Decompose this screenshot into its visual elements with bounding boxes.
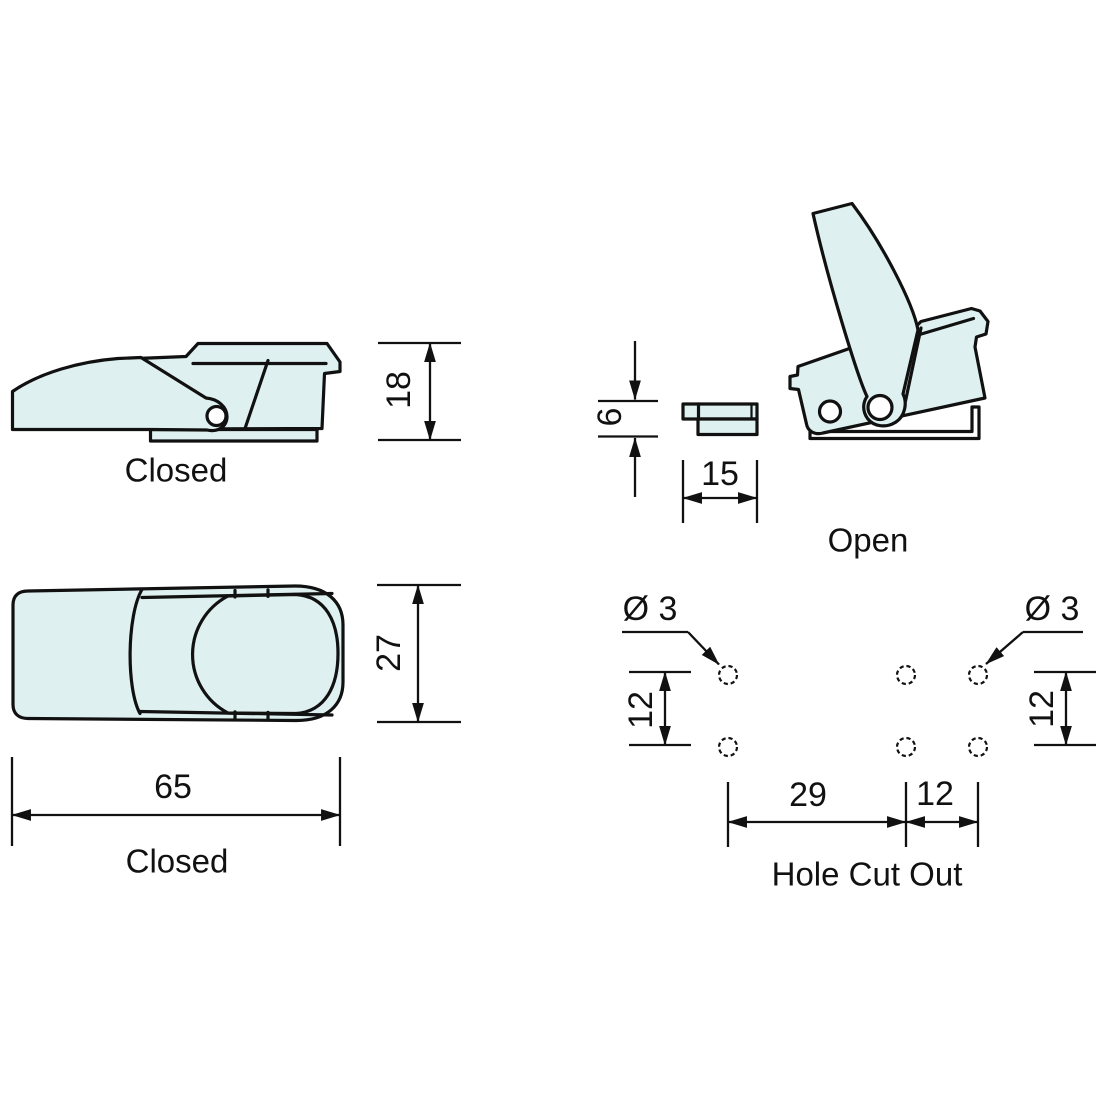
keeper-block-lower [696, 417, 759, 437]
hole-bottom-left [717, 736, 739, 758]
view-caption-side-closed: Closed [125, 452, 228, 489]
lever-divider-curve [128, 587, 144, 716]
view-open: 6 15 Open [591, 201, 990, 559]
view-top-closed: 27 65 Closed [10, 583, 461, 880]
leader-arrow-left [687, 631, 720, 666]
open-lip-edge-line [916, 316, 976, 337]
pivot-pin-hole [205, 404, 228, 428]
view-hole-cutout: Ø 3 Ø 3 12 12 29 12 Hole Cut Out [622, 590, 1096, 893]
dim-15-label: 15 [701, 455, 739, 493]
hole-bottom-middle [895, 736, 917, 758]
dim-hole-diameter-right-label: Ø 3 [1025, 590, 1080, 628]
hole-top-right [967, 664, 989, 686]
view-caption-open: Open [828, 522, 909, 559]
view-caption-hole-cutout: Hole Cut Out [772, 856, 963, 893]
leader-arrow-right [985, 631, 1024, 665]
hole-bottom-right [967, 736, 989, 758]
cover-stadium-top [190, 592, 340, 716]
dim-12-bottom-label: 12 [916, 775, 954, 813]
keeper-block-upper [681, 402, 759, 421]
latch-lever-open [811, 201, 920, 428]
dim-6-label: 6 [591, 408, 629, 427]
view-side-closed: 18 Closed [10, 341, 461, 489]
dim-12-left-label: 12 [622, 691, 660, 729]
latch-lever-side [10, 355, 229, 433]
view-caption-top-closed: Closed [126, 843, 229, 880]
base-bracket-open [808, 405, 981, 441]
dim-hole-diameter-left-label: Ø 3 [623, 590, 678, 628]
pivot-pin-hole-open [866, 393, 894, 422]
dim-12-right-label: 12 [1023, 690, 1061, 728]
dim-29-label: 29 [789, 776, 827, 814]
latch-slot-edge-line [243, 358, 270, 431]
hole-top-middle [895, 664, 917, 686]
base-plate-side [148, 427, 319, 443]
dim-65-label: 65 [154, 768, 192, 806]
open-slot-edge-line [903, 326, 923, 403]
mount-hole-open [817, 399, 843, 424]
dim-27-label: 27 [370, 634, 408, 672]
hole-top-left [717, 664, 739, 686]
dim-18-label: 18 [380, 371, 418, 409]
